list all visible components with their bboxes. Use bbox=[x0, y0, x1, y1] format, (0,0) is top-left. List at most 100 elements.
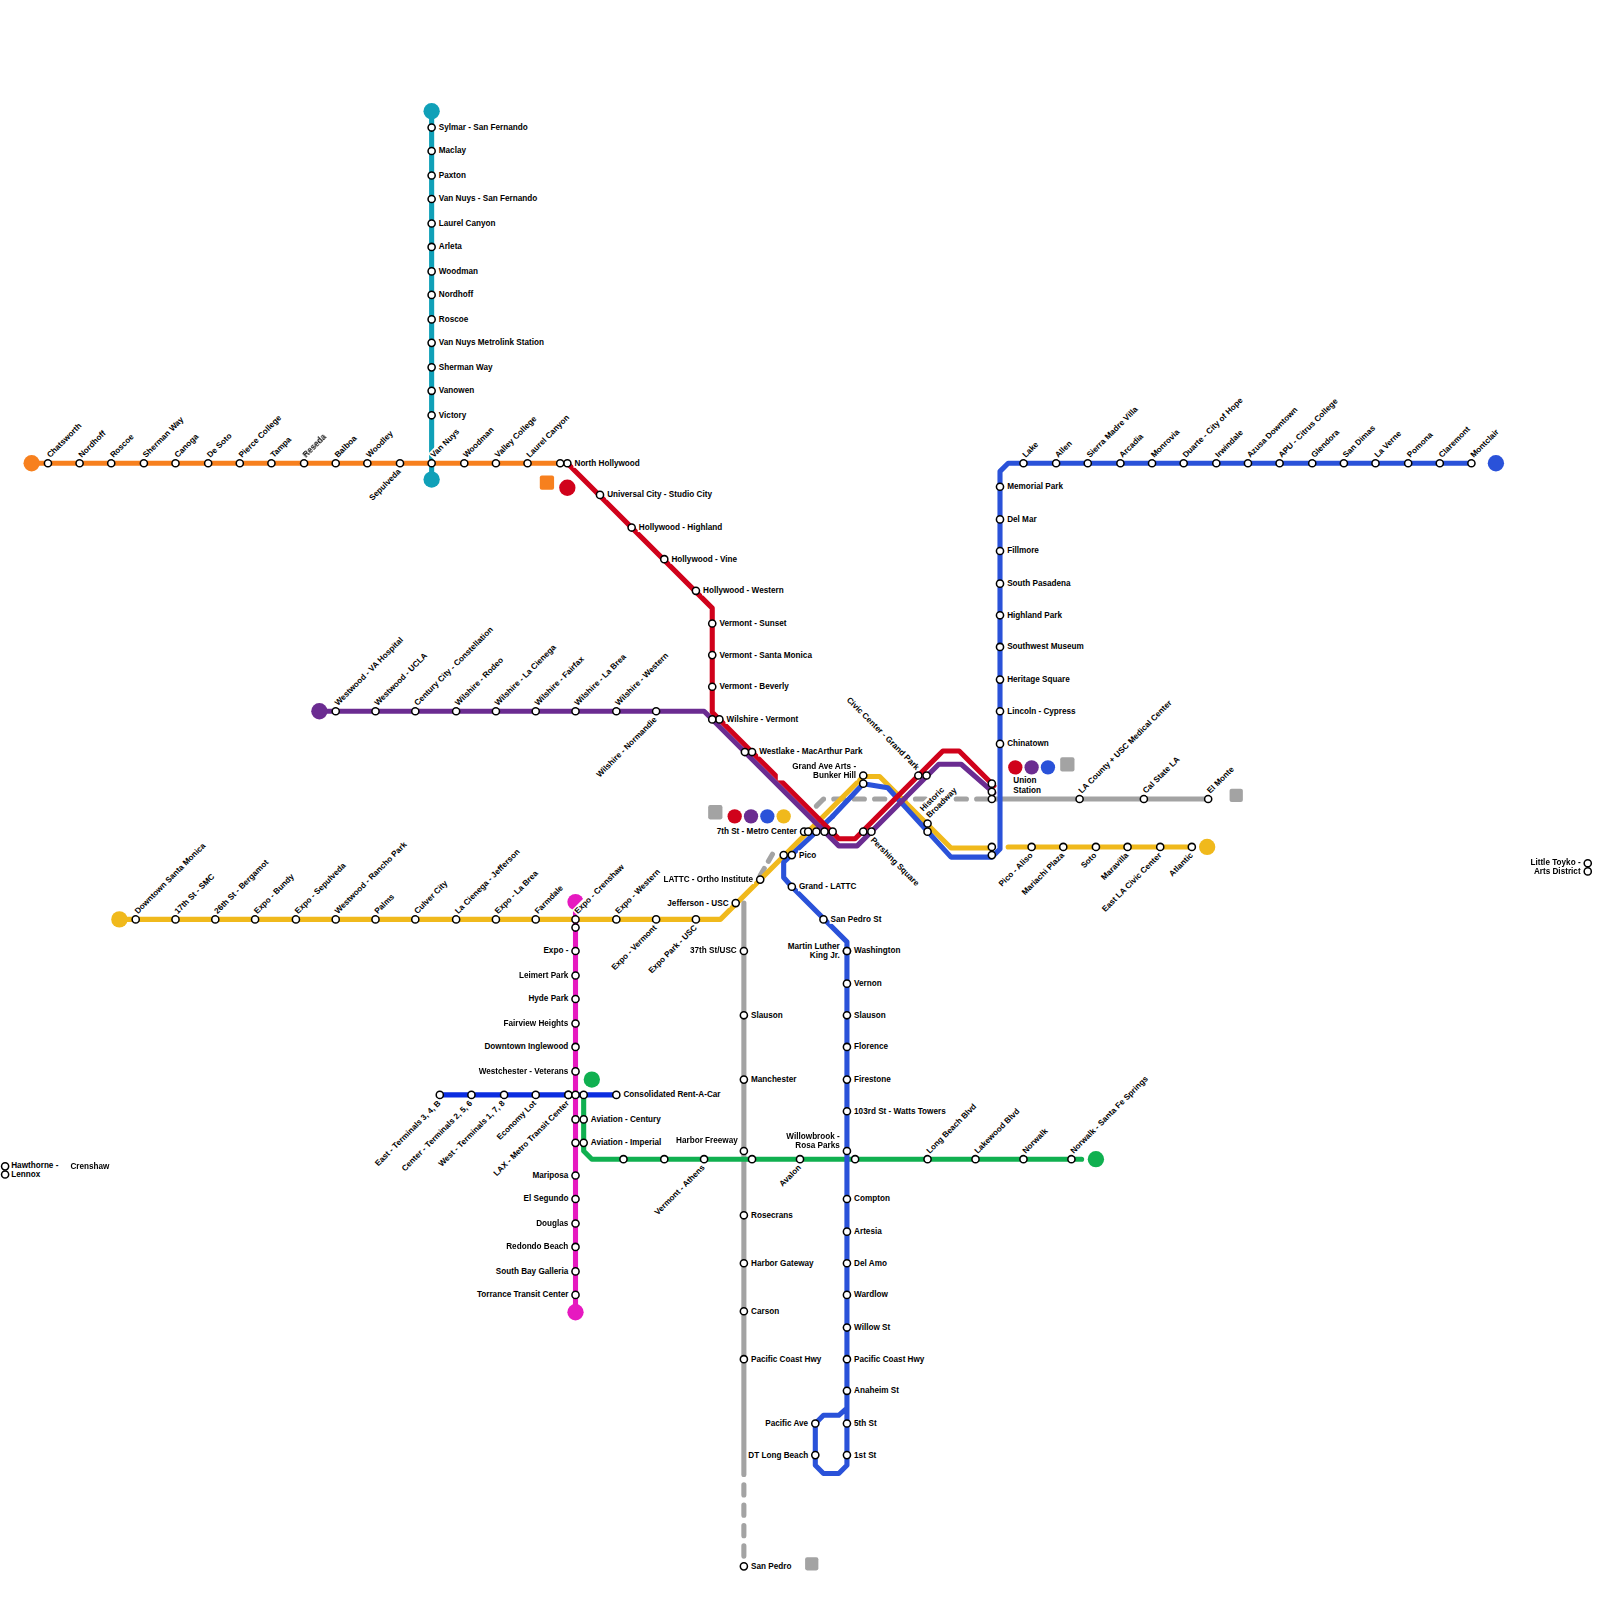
station-label: Westchester - Veterans bbox=[478, 1067, 570, 1076]
station-dot bbox=[572, 1268, 579, 1275]
station-dot bbox=[716, 716, 723, 723]
station-dot bbox=[788, 883, 795, 890]
station-label: Duarte - City of Hope bbox=[1180, 395, 1245, 460]
station-dot bbox=[996, 643, 1003, 650]
station-dot bbox=[653, 916, 660, 923]
terminus-dot bbox=[567, 1304, 583, 1320]
station-dot bbox=[805, 828, 812, 835]
station-dot bbox=[628, 524, 635, 531]
station-dot bbox=[620, 1156, 627, 1163]
line-marker bbox=[777, 809, 791, 823]
line-marker bbox=[728, 809, 742, 823]
station-dot bbox=[843, 980, 850, 987]
station-dot bbox=[468, 1091, 475, 1098]
terminus-dot bbox=[1199, 839, 1215, 855]
station-dot bbox=[1092, 843, 1099, 850]
station-label: Little Toyko - Arts District bbox=[1512, 858, 1581, 877]
station-dot bbox=[988, 788, 995, 795]
station-dot bbox=[580, 1091, 587, 1098]
station-dot bbox=[428, 268, 435, 275]
station-dot bbox=[748, 748, 755, 755]
station-label: Westlake - MacArthur Park bbox=[758, 747, 863, 756]
terminus-dot bbox=[1088, 1151, 1104, 1167]
station-label: Montclair bbox=[1468, 426, 1502, 460]
station-label: Vermont - Athens bbox=[652, 1162, 708, 1218]
station-label: LATTC - Ortho Institute bbox=[662, 875, 754, 884]
station-dot bbox=[2, 1163, 9, 1170]
station-label: APU - Citrus College bbox=[1276, 396, 1341, 461]
station-label: Union Station bbox=[1012, 776, 1055, 795]
station-dot bbox=[564, 460, 571, 467]
station-label: Compton bbox=[853, 1194, 891, 1203]
station-label: Woodley bbox=[364, 428, 396, 460]
gray-line bbox=[992, 796, 1208, 801]
station-label: Grand Ave Arts - Bunker Hill bbox=[778, 762, 858, 781]
station-label: Firestone bbox=[853, 1075, 892, 1084]
station-dot bbox=[572, 924, 579, 931]
station-dot bbox=[860, 828, 867, 835]
station-label: Palms bbox=[372, 891, 397, 916]
station-label: Pacific Coast Hwy bbox=[853, 1354, 925, 1363]
station-dot bbox=[843, 947, 850, 954]
station-dot bbox=[613, 1091, 620, 1098]
station-label: Fairview Heights bbox=[502, 1019, 569, 1028]
station-label: Redondo Beach bbox=[505, 1242, 569, 1251]
station-dot bbox=[988, 780, 995, 787]
station-label: 7th St - Metro Center bbox=[716, 827, 798, 836]
station-dot bbox=[788, 852, 795, 859]
station-label: Hawthorne - Lennox bbox=[10, 1161, 69, 1180]
station-label: Paxton bbox=[438, 171, 467, 180]
station-dot bbox=[572, 995, 579, 1002]
station-dot bbox=[740, 947, 747, 954]
station-dot bbox=[428, 172, 435, 179]
station-label: Westwood - Rancho Park bbox=[332, 839, 409, 916]
station-label: Canoga bbox=[172, 431, 201, 460]
station-label: Del Amo bbox=[853, 1259, 888, 1268]
station-dot bbox=[428, 316, 435, 323]
station-dot bbox=[572, 1291, 579, 1298]
terminus-square bbox=[805, 1557, 818, 1570]
station-dot bbox=[740, 1308, 747, 1315]
station-dot bbox=[572, 1020, 579, 1027]
station-label: Civic Center - Grand Park bbox=[844, 694, 922, 772]
station-label: Florence bbox=[853, 1042, 889, 1051]
station-dot bbox=[740, 1076, 747, 1083]
station-label: Chinatown bbox=[1006, 739, 1050, 748]
station-dot bbox=[709, 683, 716, 690]
station-label: Consolidated Rent-A-Car bbox=[622, 1090, 721, 1099]
station-dot bbox=[2, 1171, 9, 1178]
station-dot bbox=[843, 1452, 850, 1459]
station-label: Norwalk bbox=[1020, 1126, 1051, 1157]
station-label: Claremont bbox=[1436, 424, 1473, 461]
station-label: Anaheim St bbox=[853, 1386, 900, 1395]
station-label: Harbor Gateway bbox=[750, 1259, 815, 1268]
station-label: Roscoe bbox=[108, 431, 137, 460]
station-dot bbox=[996, 483, 1003, 490]
terminus-square bbox=[540, 476, 554, 490]
station-label: Cal State LA bbox=[1140, 754, 1182, 796]
station-label: South Bay Galleria bbox=[495, 1267, 570, 1276]
station-dot bbox=[860, 772, 867, 779]
station-dot bbox=[741, 748, 748, 755]
station-dot bbox=[996, 740, 1003, 747]
station-label: Highland Park bbox=[1006, 611, 1063, 620]
station-label: Van Nuys - San Fernando bbox=[438, 194, 538, 203]
station-label: Pico bbox=[798, 850, 817, 859]
station-label: Farmdale bbox=[532, 883, 566, 917]
station-label: Wardlow bbox=[853, 1290, 889, 1299]
station-dot bbox=[740, 1147, 747, 1154]
station-label: Maclay bbox=[438, 146, 467, 155]
station-label: Crenshaw bbox=[69, 1162, 110, 1171]
station-dot bbox=[843, 1324, 850, 1331]
station-dot bbox=[572, 1139, 579, 1146]
station-label: Southwest Museum bbox=[1006, 642, 1085, 651]
station-dot bbox=[821, 828, 828, 835]
station-dot bbox=[860, 780, 867, 787]
station-dot bbox=[572, 1243, 579, 1250]
station-label: Expo - Bundy bbox=[252, 871, 297, 916]
station-label: Vermont - Beverly bbox=[718, 682, 789, 691]
station-dot bbox=[829, 828, 836, 835]
station-dot bbox=[996, 580, 1003, 587]
station-label: Lincoln - Cypress bbox=[1006, 707, 1077, 716]
dashed-line bbox=[741, 1485, 746, 1567]
